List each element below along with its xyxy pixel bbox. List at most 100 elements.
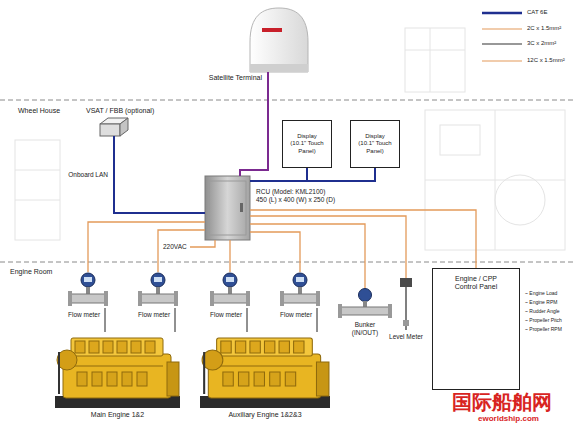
cable-connector [250, 168, 375, 181]
bunker-meter-icon [359, 289, 372, 302]
background-blueprint [405, 28, 465, 92]
bunker-meter-icon [363, 301, 367, 307]
satellite-dome-icon [262, 28, 282, 32]
device-caption: 450 (L) x 400 (W) x 250 (D) [256, 196, 335, 204]
auxiliary-engine: Auxiliary Engine 1&2&3 [200, 332, 330, 408]
zone-divider [0, 100, 573, 101]
box-label: Display (10.1" Touch Panel) [357, 133, 393, 155]
background-blueprint [15, 200, 60, 201]
cable-label: Onboard LAN [67, 171, 109, 179]
signal-name: ~ Engine Load [525, 290, 557, 296]
legend-row: CAT 6E [482, 9, 547, 17]
device-caption: RCU (Model: KML2100) [256, 188, 325, 196]
cable-connector [229, 240, 230, 272]
vsat-router: VSAT / FBB (optional) [100, 118, 128, 136]
device-caption: Flow meter [68, 311, 100, 319]
level-meter-icon [400, 278, 412, 330]
level-meter-icon [403, 320, 409, 326]
cable-connector [317, 308, 318, 332]
signal-name: ~ Rudder Angle [525, 308, 560, 314]
background-blueprint [495, 110, 496, 250]
legend-sample [482, 57, 522, 65]
zone-divider [0, 100, 573, 262]
cable-connector [158, 230, 205, 272]
legend-line-sample [482, 28, 522, 29]
rcu-cabinet: RCU (Model: KML2100)450 (L) x 400 (W) x … [205, 176, 250, 240]
rcu-cabinet-icon [240, 203, 243, 212]
cable-connector [250, 224, 365, 288]
background-blueprint [430, 28, 431, 92]
level-meter-icon [400, 278, 412, 287]
cable-connector [175, 308, 176, 332]
legend-text: CAT 6E [527, 9, 547, 16]
device-caption: Main Engine 1&2 [91, 411, 144, 419]
box-label: Engine / CPP Control Panel [448, 275, 504, 292]
legend-sample [482, 40, 522, 48]
flow-meter-icon [138, 273, 178, 306]
background-blueprint [425, 110, 565, 250]
engine-illustration [55, 338, 180, 408]
device-caption: Bunker (IN/OUT) [348, 321, 382, 337]
background-blueprint [15, 170, 60, 171]
cable-connector [114, 136, 205, 213]
device-caption: Auxiliary Engine 1&2&3 [228, 411, 301, 419]
legend-line-sample [482, 12, 522, 15]
background-blueprint [440, 125, 480, 155]
watermark: eworldship.com [478, 414, 539, 424]
level-meter: Level Meter [400, 278, 412, 330]
box-label: Display (10.1" Touch Panel) [289, 133, 325, 155]
cable-connector [250, 168, 307, 181]
device-caption: Flow meter [138, 311, 170, 319]
background-blueprint [495, 175, 545, 225]
cable-connector [240, 72, 268, 176]
engine-illustration [200, 338, 330, 408]
zone-label: Engine Room [10, 268, 52, 276]
control-panel: Engine / CPP Control Panel [432, 268, 520, 390]
display-panel: Display (10.1" Touch Panel) [282, 120, 332, 168]
power-label: 220VAC [163, 243, 187, 251]
legend-sample [482, 9, 522, 17]
flow-meter: Flow meter [68, 272, 108, 308]
legend-text: 3C x 2mm² [527, 40, 556, 47]
flow-meter-icon [68, 273, 320, 306]
device-caption: Flow meter [280, 311, 312, 319]
device-caption: VSAT / FBB (optional) [86, 107, 154, 115]
flow-meter: Flow meter [138, 272, 178, 308]
cable-connector [250, 210, 476, 268]
cable-connector [105, 308, 106, 332]
satellite-dome-icon [250, 64, 308, 72]
rcu-cabinet-icon [205, 176, 250, 240]
rcu-cabinet-icon [209, 181, 246, 235]
legend-row: 2C x 1.5mm² [482, 25, 561, 33]
zone-label: Wheel House [18, 107, 60, 115]
signal-name: ~ Engine RPM [525, 299, 557, 305]
bunker-meter: Bunker (IN/OUT) [340, 288, 390, 318]
legend-line-sample [482, 60, 522, 61]
flow-meter: Flow meter [210, 272, 250, 308]
legend-text: 2C x 1.5mm² [527, 25, 561, 32]
watermark: 国际船舶网 [452, 392, 552, 412]
engine-illustration [55, 338, 330, 408]
cable-connector [250, 216, 406, 278]
device-caption: Flow meter [210, 311, 242, 319]
background-blueprint [15, 140, 60, 240]
flow-meter-icon [280, 273, 320, 306]
satellite-dome-icon [250, 8, 308, 72]
bunker-meter-icon [338, 289, 392, 319]
device-caption: Level Meter [389, 333, 423, 341]
satellite-terminal: Satellite Terminal [250, 8, 308, 72]
cable-connector [88, 222, 205, 272]
display-panel: Display (10.1" Touch Panel) [350, 120, 400, 168]
main-engine: Main Engine 1&2 [55, 332, 180, 408]
device-caption: Satellite Terminal [209, 74, 262, 82]
legend-row: 12C x 1.5mm² [482, 57, 565, 65]
bunker-meter-icon [340, 307, 390, 315]
flow-meter: Flow meter [280, 272, 320, 308]
zone-divider [0, 262, 573, 263]
rcu-cabinet-icon [205, 176, 250, 240]
signal-name: ~ Propeller Pitch [525, 317, 562, 323]
power-wire [190, 240, 215, 247]
legend-text: 12C x 1.5mm² [527, 57, 565, 64]
router-icon [100, 118, 128, 136]
